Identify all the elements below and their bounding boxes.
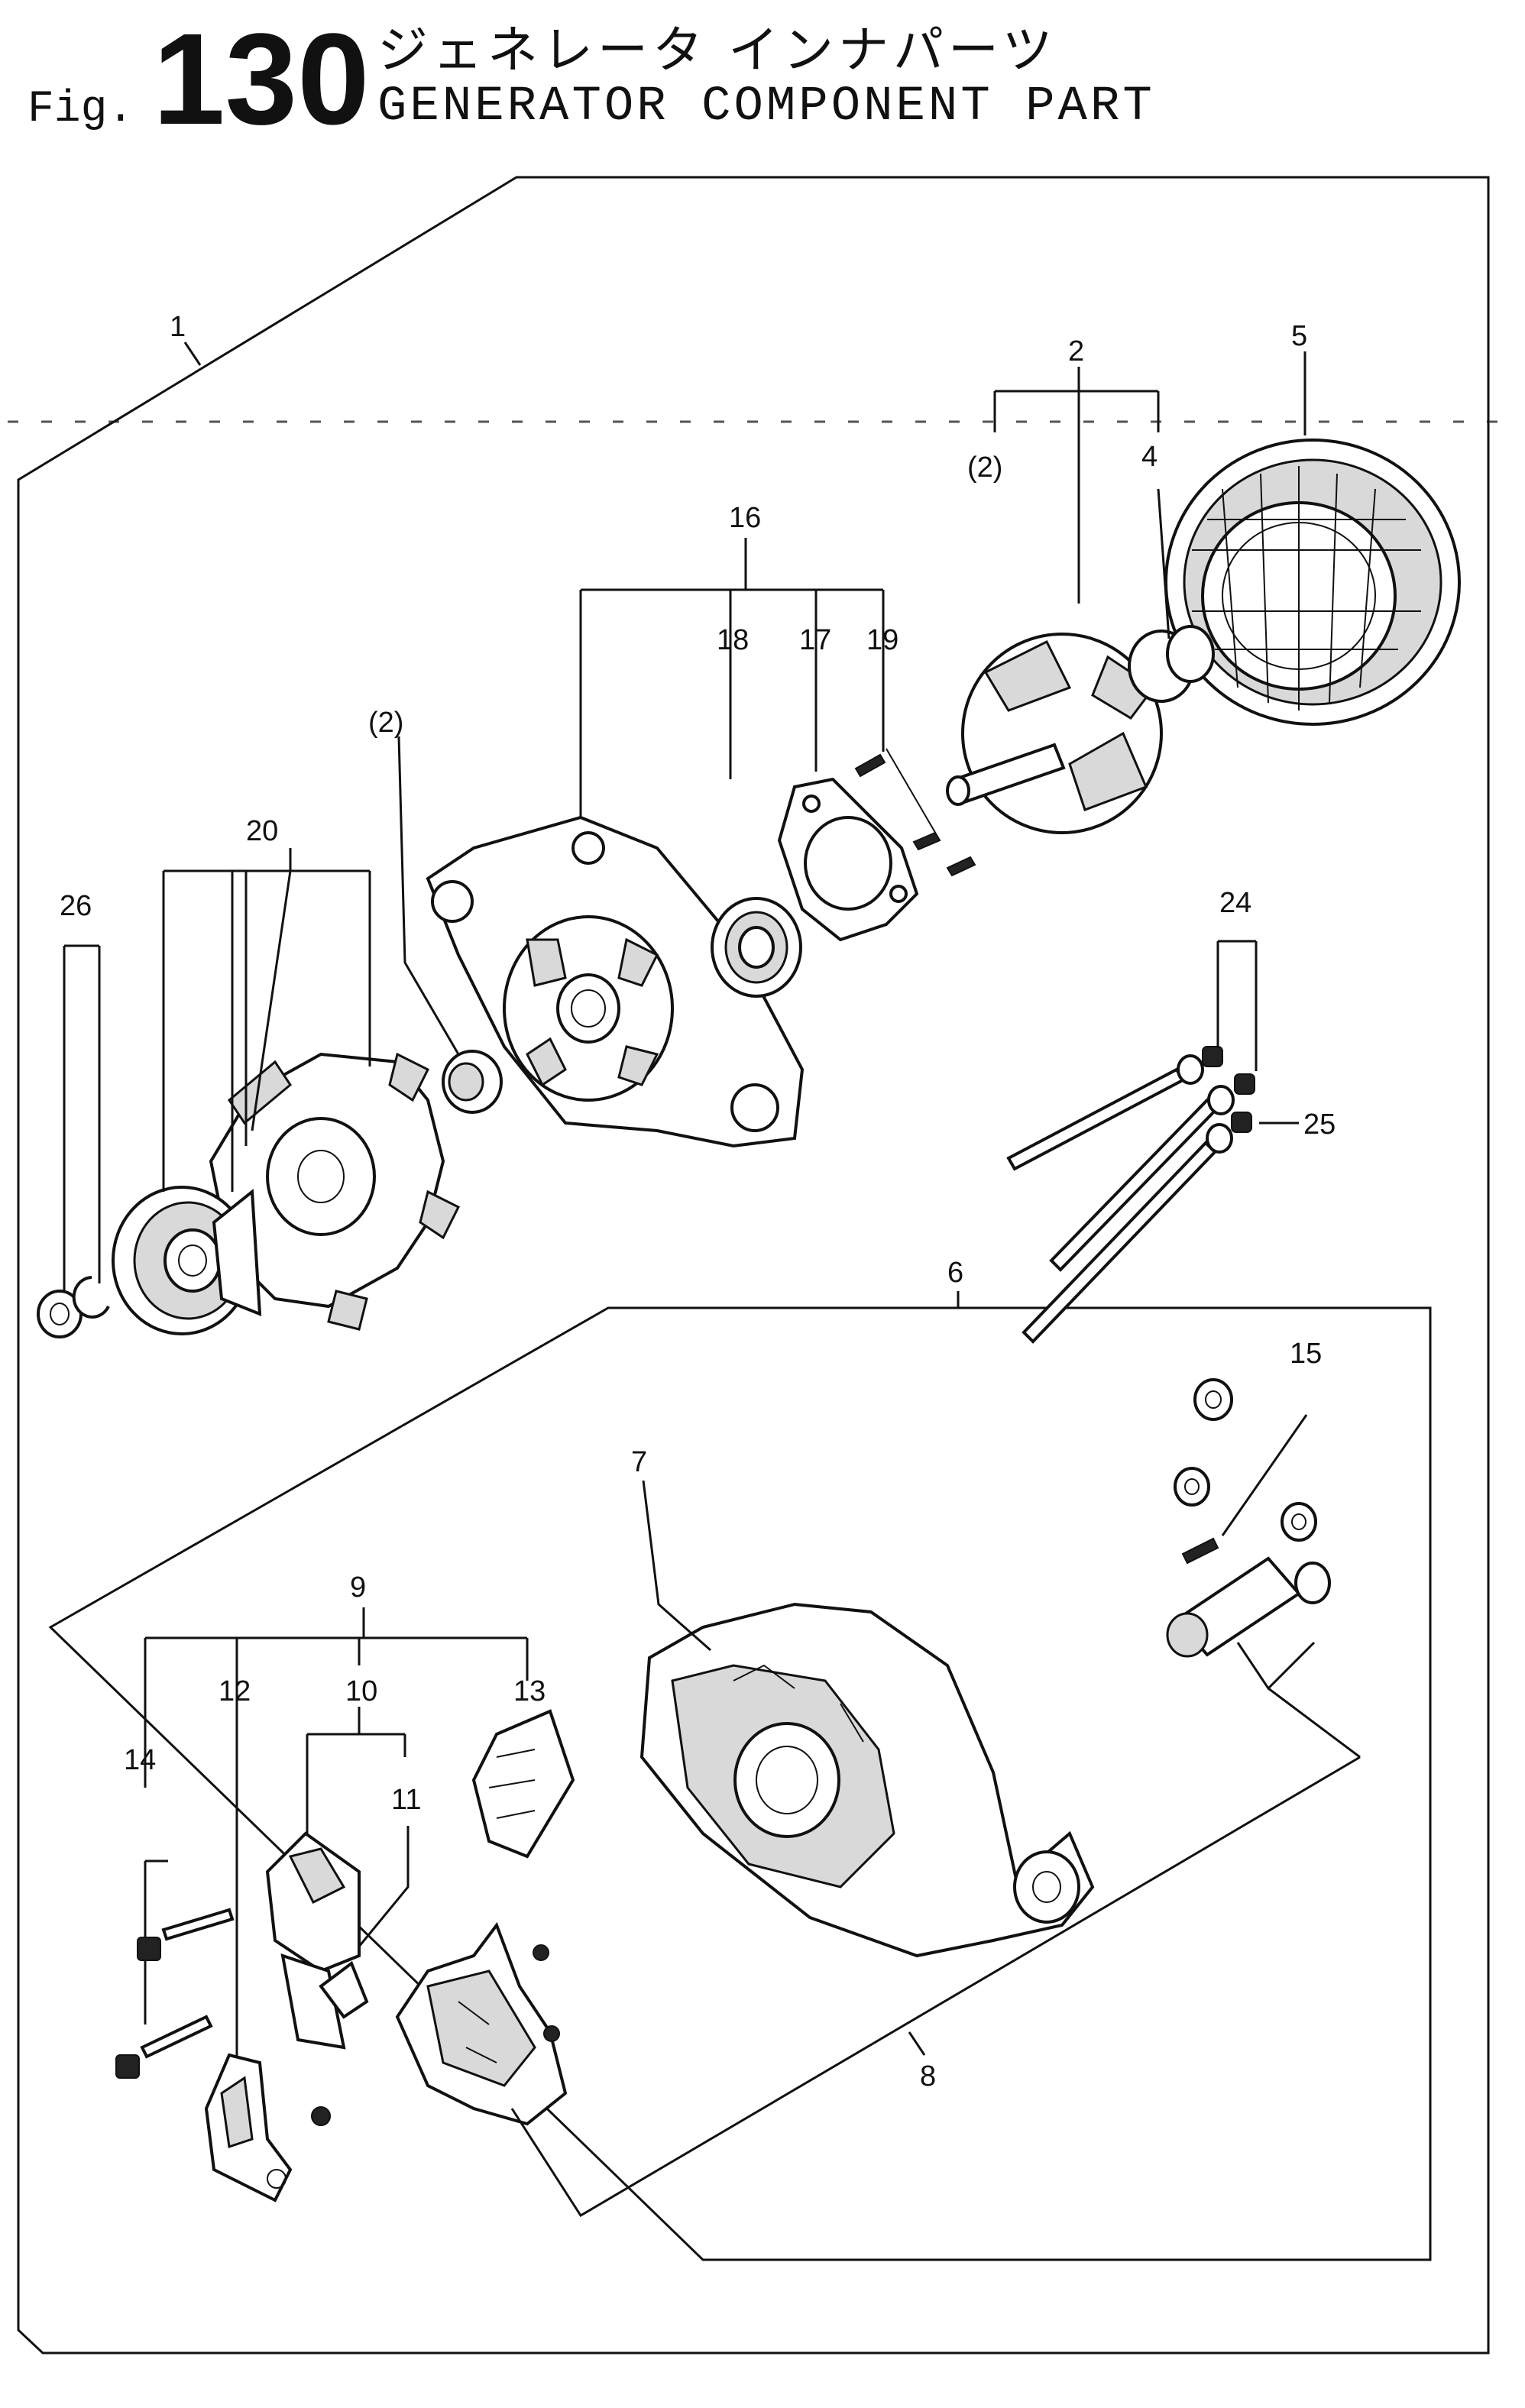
callout-14: 14 — [124, 1744, 156, 1776]
cooling-fan — [209, 1052, 461, 1331]
rectifier — [395, 1921, 568, 2126]
bracket-2 — [993, 390, 1160, 432]
leader-1 — [183, 341, 202, 366]
retainer-screws — [854, 748, 976, 877]
leader-20 — [251, 848, 292, 1131]
callout-13: 13 — [513, 1675, 546, 1707]
bracket-20 — [162, 869, 371, 1192]
callout-6: 6 — [947, 1257, 963, 1289]
callout-15: 15 — [1290, 1338, 1322, 1370]
callout-25: 25 — [1303, 1109, 1336, 1141]
fig-number: 130 — [153, 7, 370, 152]
pulley — [112, 1186, 262, 1335]
callout-1: 1 — [170, 311, 186, 343]
rear-frame — [639, 1602, 1095, 1958]
callout-2-qty: (2) — [967, 452, 1002, 484]
callout-7: 7 — [631, 1446, 647, 1478]
spacer-collar — [442, 1050, 503, 1114]
leader-8 — [908, 2031, 926, 2056]
regulator-screws — [115, 1908, 331, 2126]
fig-prefix: Fig. — [28, 85, 134, 134]
drive-end-frame — [426, 815, 805, 1148]
callout-2-spacer: (2) — [368, 707, 403, 739]
leader-15 — [1221, 1414, 1308, 1536]
callout-16: 16 — [729, 502, 761, 534]
terminal-insulators — [1166, 1378, 1331, 1658]
through-bolts — [1006, 1046, 1255, 1344]
bracket-16 — [579, 588, 885, 819]
leader-11 — [350, 1826, 410, 1956]
callout-18: 18 — [717, 624, 749, 656]
bracket-26 — [63, 944, 101, 1291]
leader-4 — [1157, 488, 1170, 639]
callout-5: 5 — [1291, 320, 1307, 352]
title-japanese: ジェネレータ インナパーツ — [377, 21, 1057, 79]
callout-20: 20 — [246, 815, 278, 847]
bracket-9 — [144, 1636, 529, 2093]
callout-17: 17 — [799, 624, 831, 656]
assembly-outline-6 — [48, 1306, 1432, 2261]
stator — [1164, 439, 1461, 726]
rotor — [946, 625, 1215, 834]
bracket-8 — [510, 1756, 1361, 2218]
bracket-15 — [1236, 1641, 1361, 1759]
bracket-10 — [306, 1707, 406, 1834]
bracket-24 — [1216, 940, 1258, 1071]
callout-8: 8 — [920, 2060, 936, 2092]
callout-4: 4 — [1141, 441, 1158, 473]
callout-19: 19 — [866, 624, 898, 656]
callout-12: 12 — [219, 1675, 251, 1707]
callout-9: 9 — [350, 1571, 366, 1604]
leader-7 — [642, 1480, 711, 1652]
figure-header: Fig. 130 ジェネレータ インナパーツ GENERATOR COMPONE… — [28, 7, 1155, 152]
nut-and-washer — [37, 1276, 110, 1338]
bearing-retainer — [777, 777, 919, 942]
regulator — [204, 2053, 293, 2202]
callout-24: 24 — [1219, 887, 1251, 919]
callout-26: 26 — [60, 890, 92, 922]
callout-11: 11 — [391, 1784, 421, 1816]
callout-10: 10 — [345, 1675, 377, 1707]
ball-bearing — [711, 897, 802, 998]
ic-plate — [471, 1709, 575, 1859]
brush-holder — [265, 1831, 369, 2050]
assembly-outline-1 — [17, 176, 1490, 2355]
title-english: GENERATOR COMPONENT PART — [377, 79, 1155, 134]
leader-2b — [397, 736, 460, 1055]
callout-2: 2 — [1068, 335, 1084, 367]
